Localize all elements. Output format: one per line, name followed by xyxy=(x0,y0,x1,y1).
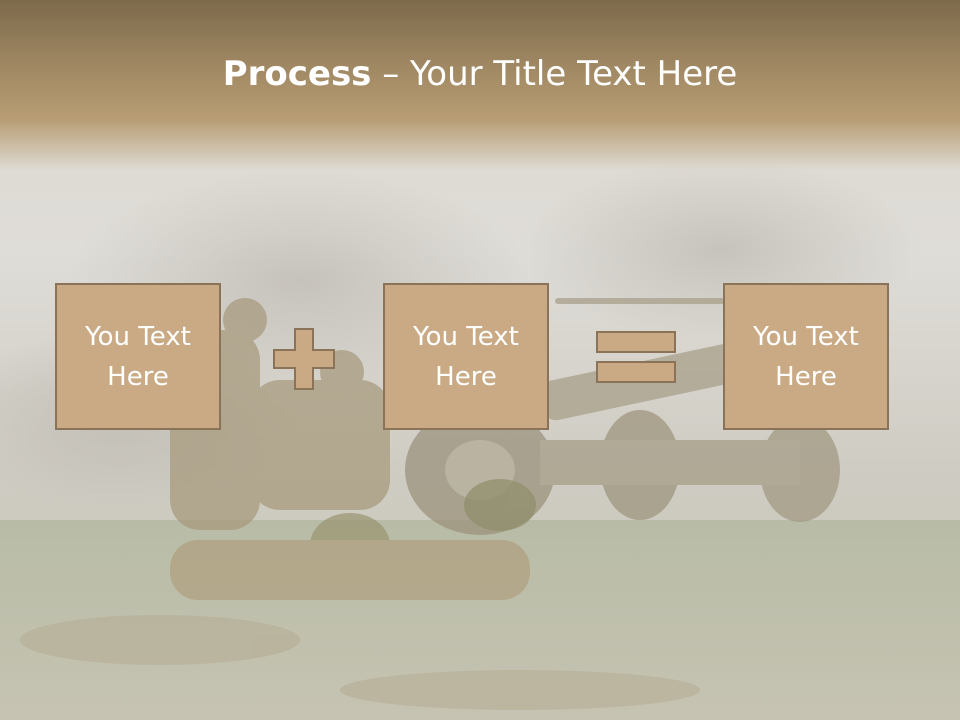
process-box-2[interactable]: You Text Here xyxy=(383,283,549,430)
slide-title: Process – Your Title Text Here xyxy=(0,52,960,96)
title-bold: Process xyxy=(222,54,372,94)
process-box-2-text: You Text Here xyxy=(413,321,519,392)
process-box-3[interactable]: You Text Here xyxy=(723,283,889,430)
process-box-1[interactable]: You Text Here xyxy=(55,283,221,430)
title-band xyxy=(0,0,960,170)
title-rest: – Your Title Text Here xyxy=(371,54,738,94)
equals-icon xyxy=(596,331,676,383)
process-box-3-text: You Text Here xyxy=(753,321,859,392)
process-box-1-text: You Text Here xyxy=(85,321,191,392)
plus-icon xyxy=(273,328,335,390)
